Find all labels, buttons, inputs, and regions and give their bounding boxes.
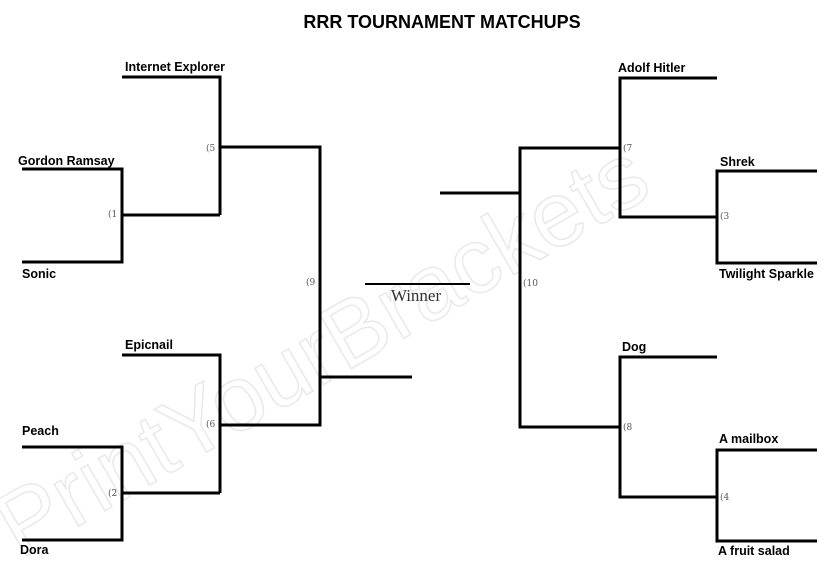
- match-number-9: (9: [306, 277, 316, 288]
- left-match-6-bracket: [220, 377, 322, 427]
- team-shrek: Shrek: [720, 155, 755, 169]
- match-number-7: (7: [623, 143, 633, 154]
- winner-label: Winner: [391, 286, 442, 305]
- watermark-text: PrintYourBrackets: [0, 123, 665, 578]
- left-match-5-bracket: [220, 145, 322, 377]
- match-number-3: (3: [720, 211, 730, 222]
- match-number-2: (2: [108, 488, 117, 499]
- match-number-6: (6: [206, 419, 216, 430]
- team-gordon-ramsay: Gordon Ramsay: [18, 154, 115, 168]
- team-dog: Dog: [622, 340, 646, 354]
- team-adolf-hitler: Adolf Hitler: [618, 61, 685, 75]
- team-epicnail: Epicnail: [125, 338, 173, 352]
- match-number-5: (5: [206, 143, 216, 154]
- match-number-8: (8: [623, 422, 633, 433]
- match-number-10: (10: [523, 278, 538, 289]
- right-match-10-bracket: [518, 146, 620, 429]
- team-internet-explorer: Internet Explorer: [125, 60, 225, 74]
- match-number-4: (4: [720, 492, 730, 503]
- right-match-4-bracket: [715, 448, 817, 543]
- left-round2-top-line: [122, 75, 222, 215]
- team-peach: Peach: [22, 424, 59, 438]
- team-dora: Dora: [20, 543, 50, 557]
- team-sonic: Sonic: [22, 267, 56, 281]
- match-number-1: (1: [108, 209, 117, 220]
- team-twilight-sparkle: Twilight Sparkle: [719, 267, 814, 281]
- team-a-mailbox: A mailbox: [719, 432, 778, 446]
- page-title: RRR TOURNAMENT MATCHUPS: [303, 12, 580, 32]
- right-match-3-bracket: [715, 169, 817, 265]
- team-a-fruit-salad: A fruit salad: [718, 544, 790, 558]
- left-round2-bottom-line: [122, 353, 222, 493]
- right-match-8-bracket: [618, 355, 717, 499]
- left-match-1-bracket: [22, 167, 124, 264]
